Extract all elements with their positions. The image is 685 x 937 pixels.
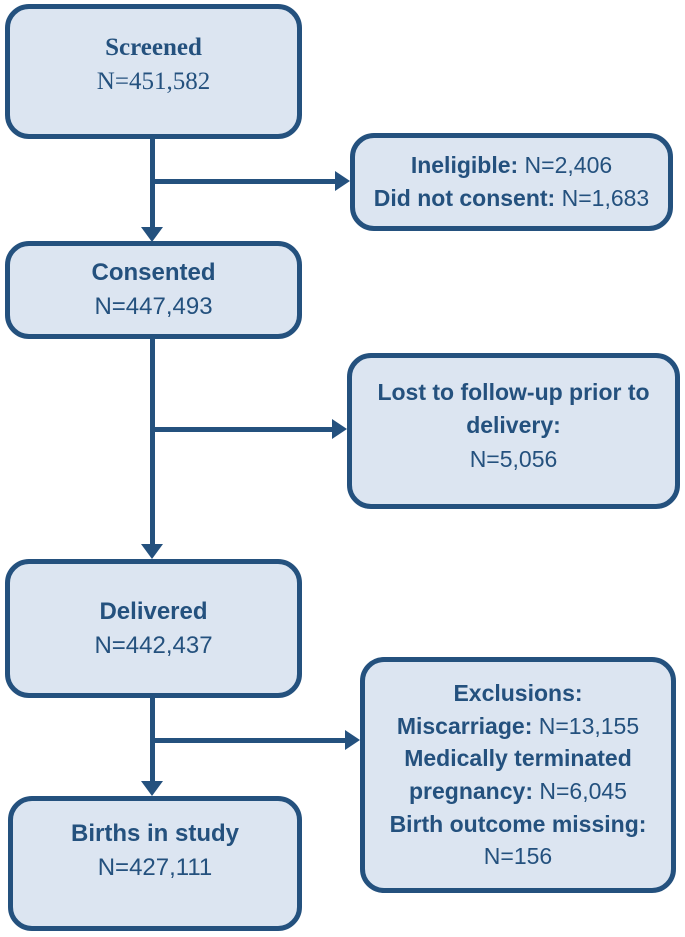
node-exclusions: Exclusions: Miscarriage: N=13,155 Medica… — [360, 657, 676, 893]
connector-branch-to-lost — [152, 427, 333, 432]
node-line: Medically terminated pregnancy: N=6,045 — [404, 745, 632, 804]
node-title: Screened — [105, 33, 202, 61]
arrowhead-down-icon — [141, 781, 163, 796]
node-count: N=427,111 — [97, 853, 213, 881]
connector-branch-to-ineligible — [152, 179, 336, 184]
node-consented: Consented N=447,493 — [5, 241, 302, 339]
arrowhead-right-icon — [332, 419, 347, 439]
node-births-in-study: Births in study N=427,111 — [8, 796, 302, 931]
node-line: Miscarriage: N=13,155 — [396, 712, 640, 739]
node-count: N=447,493 — [94, 293, 213, 320]
arrowhead-down-icon — [141, 227, 163, 242]
node-screened: Screened N=451,582 — [5, 4, 302, 139]
node-title: Consented — [91, 259, 216, 287]
connector-consented-to-delivered — [150, 339, 155, 545]
connector-branch-to-exclusions — [152, 738, 345, 743]
node-line: N=5,056 — [469, 445, 558, 472]
node-lost-to-followup: Lost to follow-up prior to delivery: N=5… — [347, 353, 680, 509]
node-title: Births in study — [70, 819, 239, 847]
node-line: Exclusions: — [453, 680, 583, 707]
node-ineligible: Ineligible: N=2,406 Did not consent: N=1… — [350, 133, 673, 231]
arrowhead-right-icon — [335, 171, 350, 191]
node-count: N=442,437 — [94, 631, 213, 659]
node-title: Delivered — [99, 597, 208, 625]
node-count: N=451,582 — [96, 67, 211, 95]
node-line: Did not consent: N=1,683 — [373, 185, 650, 211]
arrowhead-down-icon — [141, 544, 163, 559]
node-delivered: Delivered N=442,437 — [5, 559, 302, 698]
arrowhead-right-icon — [345, 730, 360, 750]
node-line: Ineligible: N=2,406 — [410, 151, 613, 178]
node-line: Birth outcome missing: N=156 — [389, 810, 647, 870]
node-line: Lost to follow-up prior to delivery: — [377, 378, 650, 439]
